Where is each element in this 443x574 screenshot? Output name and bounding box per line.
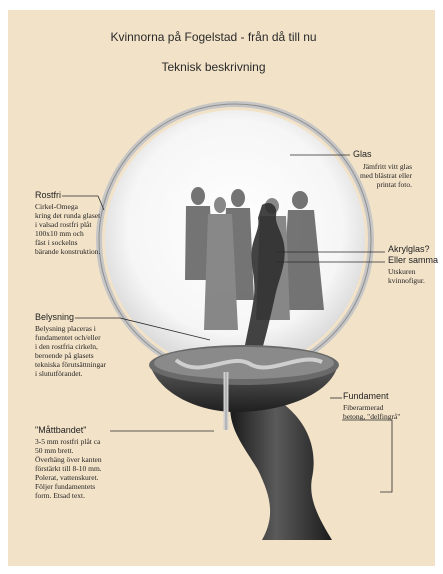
label-akrylglas-alt: Eller samma: [388, 255, 439, 265]
label-fundament: Fundament: [343, 391, 389, 401]
desc-mattbandet: 3-5 mm rostfri plåt ca 50 mm brett. Över…: [35, 437, 102, 500]
label-akrylglas: Akrylglas?: [388, 244, 430, 254]
label-glas: Glas: [353, 149, 372, 159]
label-belysning: Belysning: [35, 312, 75, 322]
label-mattbandet: "Måttbandet": [35, 425, 87, 435]
desc-glas: Jämfritt vitt glas med blästrat eller pr…: [359, 162, 412, 189]
acrylic-figure: [244, 203, 285, 350]
desc-fundament: Fiberarmerad betong, "delfingrå": [343, 403, 401, 421]
measuring-tape: [174, 357, 323, 370]
page-subtitle: Teknisk beskrivning: [161, 60, 266, 74]
label-rostfri: Rostfri: [35, 190, 62, 200]
desc-rostfri: Cirkel-Omega kring det runda glaset i va…: [35, 202, 101, 256]
leader-lines: [62, 154, 393, 493]
desc-akrylglas: Utskuren kvinnofigur.: [388, 267, 425, 285]
page-title: Kvinnorna på Fogelstad - från då till nu: [110, 30, 317, 44]
pedestal-stem: [230, 380, 332, 540]
desc-belysning: Belysning placeras i fundamentet och/ell…: [35, 324, 107, 378]
